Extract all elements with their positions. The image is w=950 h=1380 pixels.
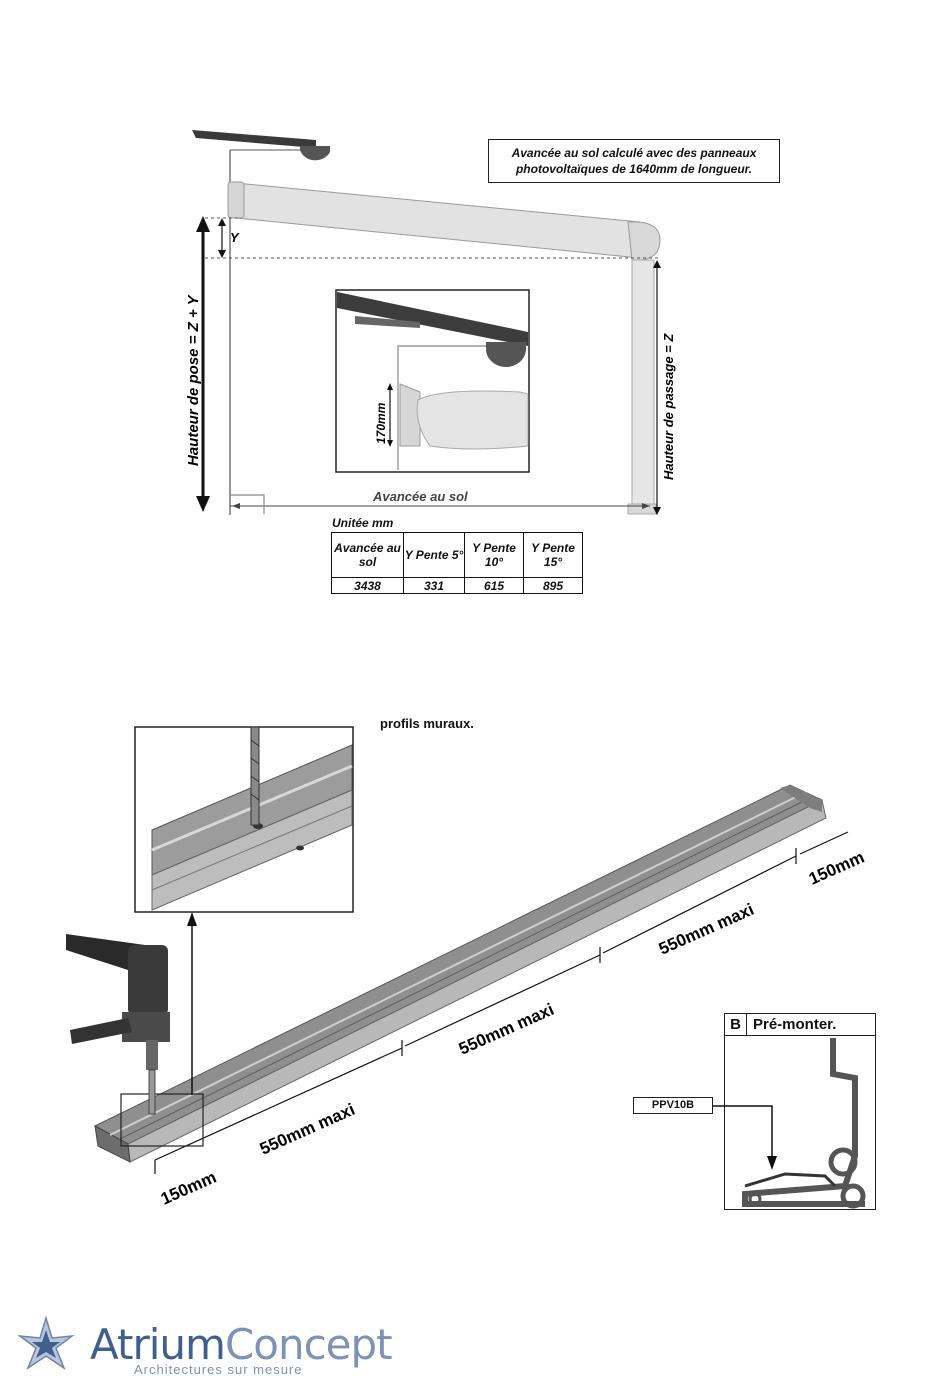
dimensions-table: Avancée au sol Y Pente 5° Y Pente 10° Y … (331, 532, 583, 594)
profils-text: profils muraux. (380, 716, 474, 731)
brand-tagline: Architectures sur mesure (134, 1362, 303, 1377)
label-150mm-right: 150mm (806, 847, 867, 888)
brand-second: Concept (224, 1320, 393, 1369)
drill-bit (250, 726, 260, 826)
label-550-first: 550mm maxi (257, 1100, 358, 1159)
table-header-cell: Y Pente 10° (464, 532, 524, 578)
post (631, 259, 655, 511)
gutter (300, 146, 330, 161)
label-y: Y (230, 230, 240, 245)
box-letter: B (725, 1014, 747, 1035)
profile-section-drawing (742, 1038, 866, 1209)
wall-profile-drawing: 150mm 550mm maxi 550mm maxi 550mm maxi 1… (66, 726, 867, 1209)
table-cell: 895 (523, 577, 583, 594)
atrium-star-logo-icon (17, 1315, 75, 1370)
brand-first: Atrium (90, 1320, 226, 1369)
table-cell: 3438 (331, 577, 404, 594)
roof-edge (192, 130, 316, 148)
table-cell: 615 (464, 577, 524, 594)
table-header-cell: Y Pente 15° (523, 532, 583, 578)
pergola-elevation-drawing: Y Hauteur de pose = Z + Y Hauteur de pas… (185, 130, 676, 515)
note-text: Avancée au sol calculé avec des panneaux… (511, 146, 757, 176)
label-hauteur-pose: Hauteur de pose = Z + Y (185, 293, 202, 466)
part-label-ppv10b: PPV10B (633, 1097, 713, 1114)
label-hauteur-passage: Hauteur de passage = Z (661, 333, 676, 480)
table-cell: 331 (403, 577, 465, 594)
note-box: Avancée au sol calculé avec des panneaux… (488, 139, 780, 183)
sloped-beam (235, 182, 641, 259)
rail-dimensions (154, 831, 849, 1174)
label-170mm: 170mm (374, 402, 388, 444)
brand-name: AtriumConcept (90, 1320, 393, 1369)
wall-bracket (227, 181, 245, 219)
detail-inset: 170mm (335, 289, 530, 473)
label-550-second: 550mm maxi (456, 1000, 557, 1059)
power-drill-icon (66, 934, 170, 1115)
unit-label: Unitée mm (332, 516, 394, 530)
detail-box (120, 1093, 204, 1147)
label-550-third: 550mm maxi (656, 900, 757, 959)
table-header-cell: Y Pente 5° (403, 532, 465, 578)
premount-box: B Pré-monter. (724, 1013, 876, 1210)
table-header-cell: Avancée au sol (331, 532, 404, 578)
label-150mm-left: 150mm (158, 1167, 219, 1208)
table-row: 3438 331 615 895 (331, 577, 583, 594)
label-avancee: Avancée au sol (372, 489, 468, 504)
part-pointer (713, 1105, 777, 1170)
table-header-row: Avancée au sol Y Pente 5° Y Pente 10° Y … (331, 532, 583, 578)
box-title: Pré-monter. (753, 1016, 837, 1033)
beam-elbow (627, 221, 661, 261)
premount-header: B Pré-monter. (725, 1014, 875, 1036)
drill-zoom-inset (134, 726, 354, 913)
